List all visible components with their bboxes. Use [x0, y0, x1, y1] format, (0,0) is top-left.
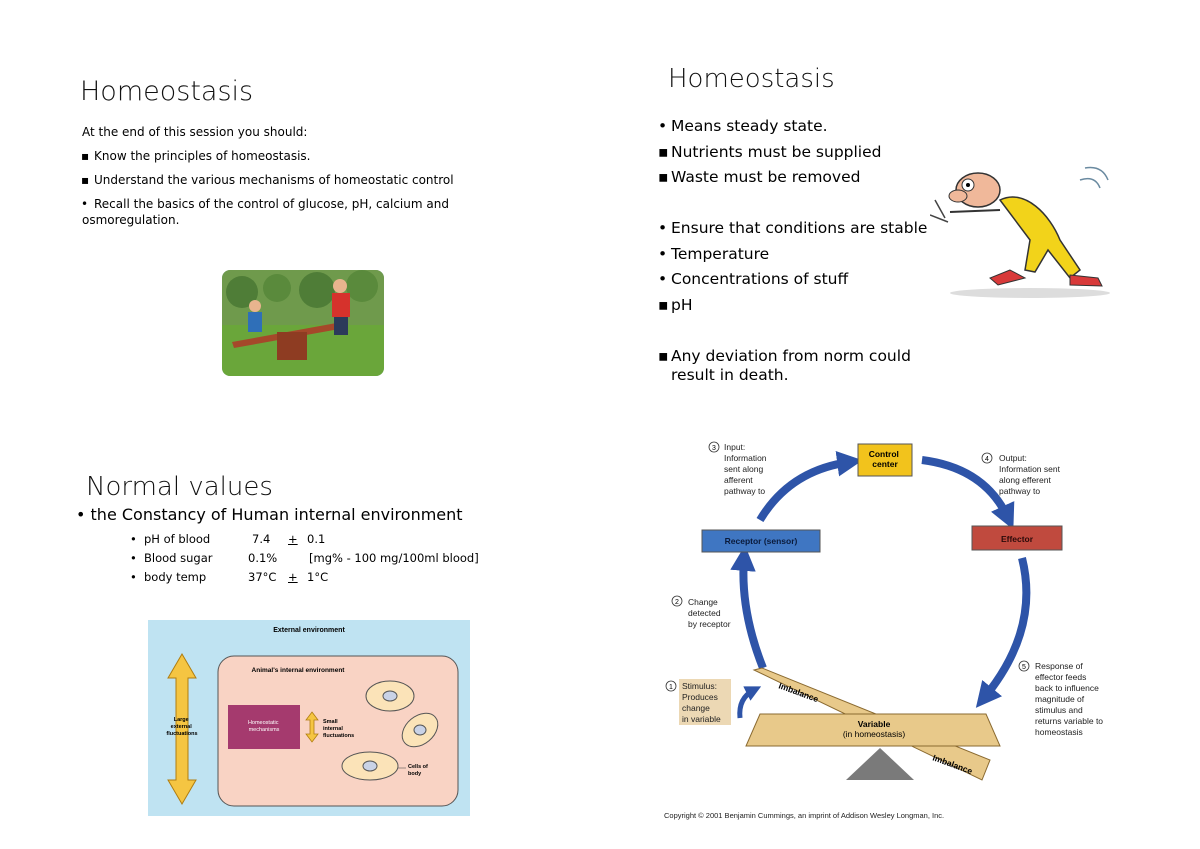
- slide3-subtitle: • the Constancy of Human internal enviro…: [76, 505, 463, 524]
- slide2-list-3: ▪Any deviation from norm could result in…: [658, 347, 931, 385]
- slide2-list-1: •Means steady state. ▪Nutrients must be …: [658, 114, 971, 191]
- svg-text:Output: Information sent: Output: Information sent along efferent …: [999, 453, 1062, 496]
- svg-text:Input: Information: Input: Information sent along afferent p…: [724, 442, 769, 496]
- list-item: ▪Nutrients must be supplied: [658, 142, 882, 161]
- internal-environment-figure: External environment Animal's internal e…: [148, 620, 470, 816]
- copyright-text: Copyright © 2001 Benjamin Cummings, an i…: [664, 811, 944, 820]
- svg-text:Cells of body: Cells of body: [408, 764, 429, 777]
- svg-text:5: 5: [1022, 664, 1026, 671]
- svg-text:Homeostatic mechanisms: Homeostatic mechanisms: [248, 720, 280, 733]
- table-row: • body temp 37°C + 1°C: [130, 570, 329, 584]
- svg-text:Stimulus: Produces: Stimulus: Produces change in variable: [682, 681, 721, 724]
- list-item: ▪Understand the various mechanisms of ho…: [81, 173, 454, 187]
- svg-text:Control center: Control center: [869, 449, 902, 469]
- slide3-title: Normal values: [86, 472, 273, 502]
- list-item: ▪Know the principles of homeostasis.: [81, 149, 311, 163]
- seesaw-photo: [222, 270, 384, 376]
- feedback-loop-diagram: Control center Receptor (sensor) Effecto…: [650, 430, 1130, 830]
- cartoon-illustration: [929, 160, 1115, 300]
- slide1-title: Homeostasis: [80, 76, 254, 107]
- table-row: • Blood sugar 0.1% [mg% - 100 mg/100ml b…: [130, 551, 479, 565]
- svg-text:Small internal flu: Small internal fluctuations: [323, 719, 354, 739]
- list-item: •Concentrations of stuff: [658, 270, 849, 288]
- receptor-label: Receptor (sensor): [725, 536, 798, 546]
- list-item: •Means steady state.: [658, 117, 828, 135]
- variable-label: Variable: [858, 719, 891, 729]
- slide1-intro: At the end of this session you should:: [82, 125, 308, 139]
- svg-text:Large external flu: Large external fluctuations: [166, 717, 197, 737]
- svg-text:Change detected by: Change detected by receptor: [688, 597, 731, 629]
- list-item: ▪Waste must be removed: [658, 168, 861, 186]
- slide2-list-2: •Ensure that conditions are stable •Temp…: [658, 216, 971, 318]
- list-item: •Ensure that conditions are stable: [658, 219, 928, 237]
- list-item: ▪Any deviation from norm could result in…: [658, 347, 911, 384]
- slide2-title: Homeostasis: [668, 64, 835, 94]
- normal-values-table: • pH of blood 7.4 + 0.1 • Blood sugar 0.…: [130, 530, 490, 587]
- control-center-label: Control: [869, 449, 899, 459]
- svg-text:Response of effector fee: Response of effector feeds back to influ…: [1035, 661, 1105, 737]
- table-row: • pH of blood 7.4 + 0.1: [130, 532, 326, 546]
- svg-text:(in homeostasis): (in homeostasis): [843, 729, 906, 739]
- list-item: •Recall the basics of the control of glu…: [81, 197, 449, 227]
- svg-text:2: 2: [675, 599, 679, 606]
- svg-text:3: 3: [712, 445, 716, 452]
- slide1-objectives-list: ▪Know the principles of homeostasis. ▪Un…: [81, 148, 474, 228]
- external-environment-label: External environment: [273, 627, 345, 634]
- svg-text:1: 1: [669, 684, 673, 691]
- svg-text:4: 4: [985, 456, 989, 463]
- internal-environment-label: Animal's internal environment: [252, 667, 346, 674]
- list-item: •Temperature: [658, 244, 770, 263]
- effector-label: Effector: [1001, 534, 1034, 544]
- list-item: ▪pH: [658, 295, 693, 314]
